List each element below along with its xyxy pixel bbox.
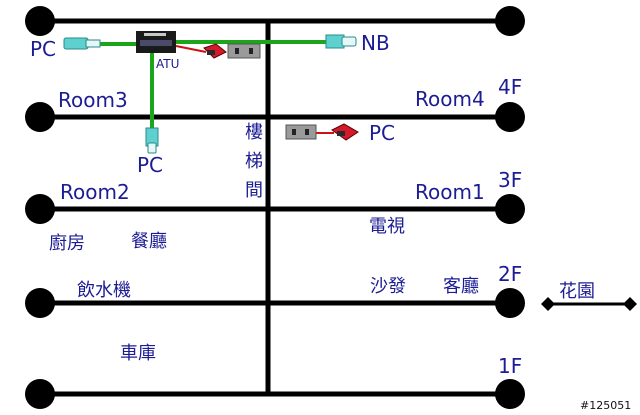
power-cables [175,45,334,134]
dot-top-left [25,6,55,36]
network-plug-pc-mid [145,127,159,154]
floor-lines [40,18,510,397]
label-pc-mid-left: PC [137,153,164,177]
network-cables [100,40,328,133]
network-plug-nb [325,34,357,49]
label-stairs-3: 間 [245,180,263,201]
dot-3f-right [495,194,525,224]
label-floor-3f: 3F [498,168,523,192]
image-id-text: #125051 [580,399,632,412]
floor-dots [25,6,525,409]
label-dining: 餐廳 [131,231,167,252]
dot-top-right [495,6,525,36]
dot-3f-left [25,194,55,224]
garden-line [541,297,637,311]
label-atu: ATU [156,57,180,71]
label-room1: Room1 [415,180,485,204]
label-living-room: 客廳 [443,276,479,297]
power-outlet-atu [227,43,261,59]
power-outlet-pc-mid [285,124,317,140]
label-floor-1f: 1F [498,354,523,378]
garden-diamond-left [541,297,555,311]
label-sofa: 沙發 [370,276,406,297]
dot-4f-right [495,102,525,132]
power-adapter-atu [203,43,227,59]
label-floor-2f: 2F [498,262,523,286]
label-kitchen: 廚房 [49,233,85,254]
power-cable-atu [175,45,207,53]
label-room2: Room2 [60,180,130,204]
label-tv: 電視 [369,216,405,237]
dot-4f-left [25,102,55,132]
label-stairs-1: 樓 [245,122,263,143]
network-plug-pc-top [63,37,101,50]
label-garage: 車庫 [120,343,156,364]
dot-1f-right [495,379,525,409]
label-stairs-2: 梯 [245,151,263,172]
dot-1f-left [25,379,55,409]
atu-modem [136,31,176,53]
label-room3: Room3 [58,88,128,112]
label-pc-mid-right: PC [369,121,396,145]
label-room4: Room4 [415,87,485,111]
garden-diamond-right [623,297,637,311]
label-garden: 花園 [559,281,595,302]
label-nb: NB [361,31,390,55]
dot-2f-right [495,288,525,318]
label-water-dispenser: 飲水機 [77,280,131,301]
power-adapter-pc-mid [331,123,359,141]
dot-2f-left [25,288,55,318]
label-floor-4f: 4F [498,75,523,99]
label-pc-top: PC [30,37,57,61]
